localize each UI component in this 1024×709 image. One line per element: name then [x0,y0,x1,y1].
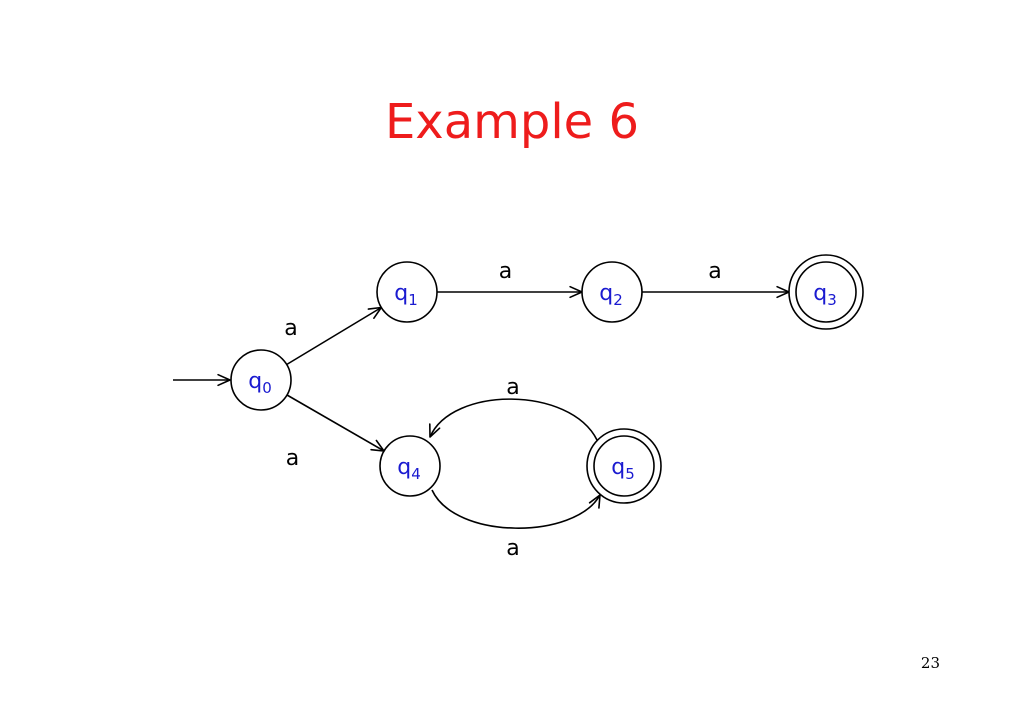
state-q1-name: q [394,281,408,306]
state-q4-label: q4 [397,455,421,483]
transition-q0-q1-arrowhead [367,306,383,319]
state-q5: q5 [586,428,662,504]
start-arrow [173,373,231,387]
state-q0-circle [230,349,292,411]
state-q1-circle [376,261,438,323]
state-q3: q3 [788,254,864,330]
state-q3-circle [795,261,857,323]
slide-title: Example 6 [384,94,640,150]
state-q4-name: q [397,455,411,480]
transition-q4-q5-label: a [506,536,519,561]
transition-q2-q3-label: a [708,259,721,284]
state-q5-label: q5 [611,455,635,483]
state-q4: q4 [379,435,441,497]
state-q1: q1 [376,261,438,323]
state-q1-label: q1 [394,281,418,309]
state-q0-label: q0 [248,369,272,397]
state-q0-name: q [248,369,262,394]
state-q4-circle [379,435,441,497]
state-q1-subscript: 1 [408,291,418,309]
transition-q4-q5-curve [431,489,601,529]
transition-q0-q4 [286,394,385,452]
transition-q1-q2-label: a [499,259,512,284]
page-number: 23 [920,654,940,672]
transition-q1-q2 [437,285,583,299]
start-arrow-head [217,373,231,387]
state-q2: q2 [581,261,643,323]
state-q3-label: q3 [813,281,837,309]
transition-q5-q4-curve [429,398,598,441]
transition-q5-q4 [429,398,598,441]
state-q0-subscript: 0 [262,379,272,397]
transition-q0-q4-line [286,394,385,452]
state-q2-subscript: 2 [613,291,623,309]
transition-q0-q4-label: a [286,446,299,471]
transition-q5-q4-label: a [506,375,519,400]
transition-q0-q1-label: a [284,316,297,341]
state-q0: q0 [230,349,292,411]
transition-q0-q1-line [286,306,382,366]
state-q2-name: q [599,281,613,306]
state-q5-circle [593,435,655,497]
transition-q5-q4-arrowhead [429,423,441,438]
state-q3-subscript: 3 [827,291,837,309]
state-q3-name: q [813,281,827,306]
transition-q0-q1 [286,306,383,366]
state-q2-circle [581,261,643,323]
state-q5-subscript: 5 [625,465,635,483]
edge-labels-layer: a a a a a a [284,259,721,561]
state-q2-label: q2 [599,281,623,309]
state-q4-subscript: 4 [411,465,421,483]
state-q5-name: q [611,455,625,480]
transition-q0-q4-arrowhead [370,439,385,452]
transition-q4-q5 [431,489,601,529]
transition-q2-q3 [642,285,790,299]
